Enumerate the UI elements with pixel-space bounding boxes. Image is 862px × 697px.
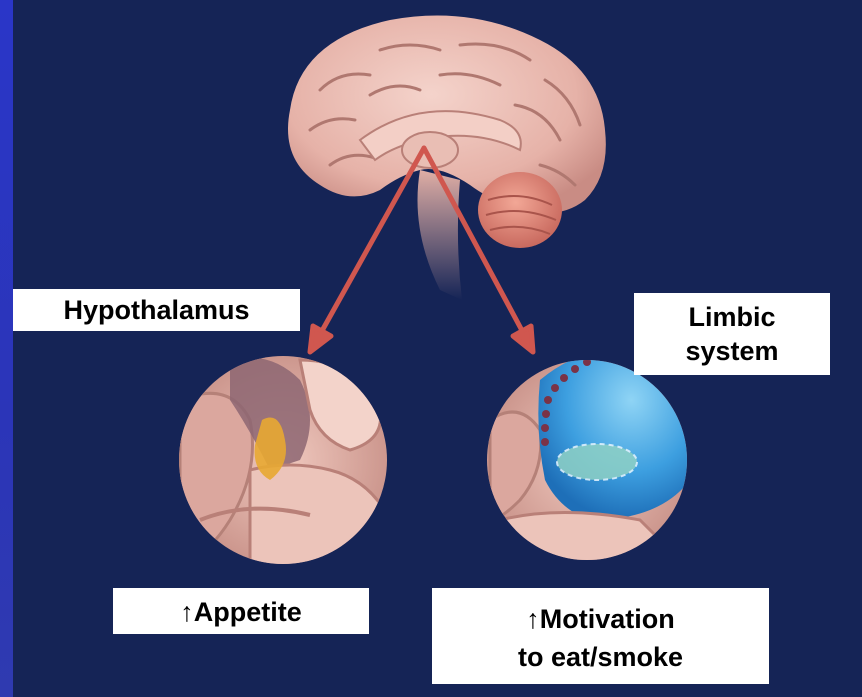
appetite-label: ↑Appetite bbox=[113, 588, 369, 634]
motivation-label-line2: to eat/smoke bbox=[432, 638, 769, 676]
brainstem bbox=[418, 170, 463, 300]
brain-illustration bbox=[288, 16, 606, 301]
motivation-label-line1: ↑Motivation bbox=[432, 600, 769, 638]
limbic-label-line2: system bbox=[634, 334, 830, 368]
limbic-label-line1: Limbic bbox=[634, 300, 830, 334]
amygdala-highlight bbox=[557, 444, 637, 480]
motivation-label: ↑Motivation to eat/smoke bbox=[432, 588, 769, 684]
cerebellum bbox=[478, 172, 562, 248]
hypothalamus-label: Hypothalamus bbox=[13, 289, 300, 331]
hypothalamus-detail-circle bbox=[179, 356, 390, 570]
limbic-detail-circle bbox=[487, 349, 693, 570]
limbic-system-label: Limbic system bbox=[634, 293, 830, 375]
